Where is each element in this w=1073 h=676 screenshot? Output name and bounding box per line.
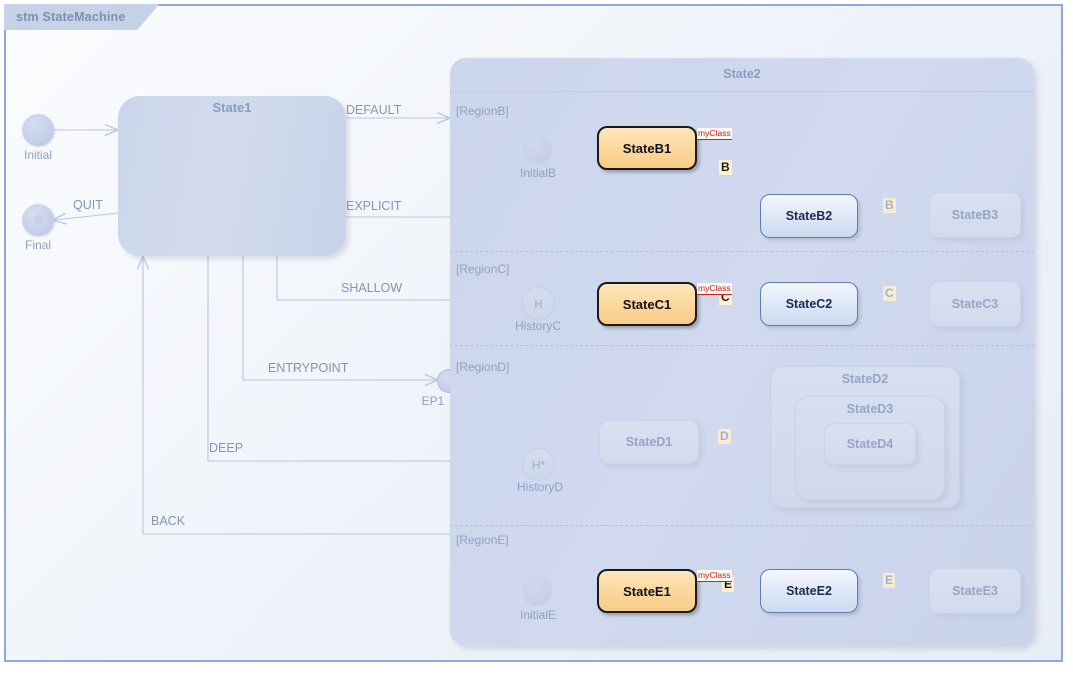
transition-label-back: BACK: [151, 514, 186, 528]
pseudostate-ep1-label: EP1: [421, 394, 445, 408]
pseudostate-initialb-label: InitialB: [519, 166, 557, 180]
stereotype-myclass-b: myClass: [697, 128, 732, 140]
stereotype-myclass-c: myClass: [697, 283, 732, 295]
pseudostate-initial-label: Initial: [23, 148, 52, 162]
state-stateb2[interactable]: StateB2: [760, 194, 858, 238]
pseudostate-initiale-label: InitialE: [519, 608, 557, 622]
state1-label: State1: [212, 100, 252, 115]
state-statee1[interactable]: StateE1: [597, 569, 697, 613]
statec3-label: StateC3: [951, 297, 999, 311]
history-glyph-c: H: [534, 296, 543, 311]
statec2-label: StateC2: [785, 297, 833, 311]
stateb1-label: StateB1: [622, 140, 672, 156]
state2-label: State2: [723, 67, 761, 81]
pseudostate-final-label: Final: [24, 238, 51, 252]
statee2-label: StateE2: [786, 584, 832, 598]
pseudostate-initiale[interactable]: [522, 576, 552, 606]
state-stateb1[interactable]: StateB1: [597, 126, 697, 170]
state2-title-divider: [450, 91, 1034, 92]
pseudostate-historyc[interactable]: H: [522, 287, 555, 320]
state-stated4[interactable]: StateD4: [824, 423, 916, 465]
state-statee2[interactable]: StateE2: [760, 569, 858, 613]
statec1-label: StateC1: [622, 296, 672, 312]
stated2-label: StateD2: [841, 372, 889, 386]
pseudostate-historyd[interactable]: H*: [522, 448, 555, 481]
stated1-label: StateD1: [625, 435, 673, 449]
pseudostate-initial[interactable]: [22, 114, 54, 146]
region-label-e: [RegionE]: [456, 533, 509, 547]
region-label-b: [RegionB]: [456, 104, 509, 118]
transition-label-quit: QUIT: [73, 198, 103, 212]
pseudostate-initialb[interactable]: [522, 134, 552, 164]
transition-label-entrypoint: ENTRYPOINT: [268, 361, 349, 375]
event-label-b-active: B: [719, 160, 732, 175]
diagram-title: stm StateMachine: [16, 10, 126, 24]
stereotype-myclass-e: myClass: [697, 570, 732, 582]
statee1-label: StateE1: [623, 583, 671, 599]
state-state1[interactable]: State1: [118, 96, 346, 256]
state-statee3[interactable]: StateE3: [929, 568, 1021, 614]
final-inner-dot: [33, 215, 43, 225]
region-divider-c-d: [450, 345, 1034, 346]
event-label-e-faded: E: [883, 573, 896, 588]
region-divider-d-e: [450, 525, 1034, 526]
history-glyph-d: H*: [531, 457, 546, 472]
transition-label-deep: DEEP: [209, 441, 244, 455]
stated3-label: StateD3: [846, 402, 894, 416]
transition-label-explicit: EXPLICIT: [346, 199, 402, 213]
pseudostate-historyd-label: HistoryD: [516, 480, 563, 494]
pseudostate-historyc-label: HistoryC: [514, 319, 561, 333]
event-label-c-faded: C: [883, 286, 896, 301]
state-statec2[interactable]: StateC2: [760, 282, 858, 326]
state-statec1[interactable]: StateC1: [597, 282, 697, 326]
region-label-c: [RegionC]: [456, 262, 510, 276]
diagram-title-tab: stm StateMachine: [4, 4, 159, 30]
event-label-d-faded: D: [718, 429, 731, 444]
pseudostate-final[interactable]: [22, 204, 54, 236]
stated4-label: StateD4: [846, 437, 894, 451]
statee3-label: StateE3: [952, 584, 998, 598]
state-stateb3[interactable]: StateB3: [929, 192, 1021, 238]
transition-label-shallow: SHALLOW: [341, 281, 403, 295]
region-label-d: [RegionD]: [456, 360, 510, 374]
event-label-b-faded: B: [883, 198, 896, 213]
region-divider-b-c: [450, 251, 1034, 252]
stateb3-label: StateB3: [951, 208, 999, 222]
stateb2-label: StateB2: [785, 209, 833, 223]
transition-label-default: DEFAULT: [346, 103, 402, 117]
state-statec3[interactable]: StateC3: [929, 281, 1021, 327]
state-stated1[interactable]: StateD1: [599, 420, 699, 464]
